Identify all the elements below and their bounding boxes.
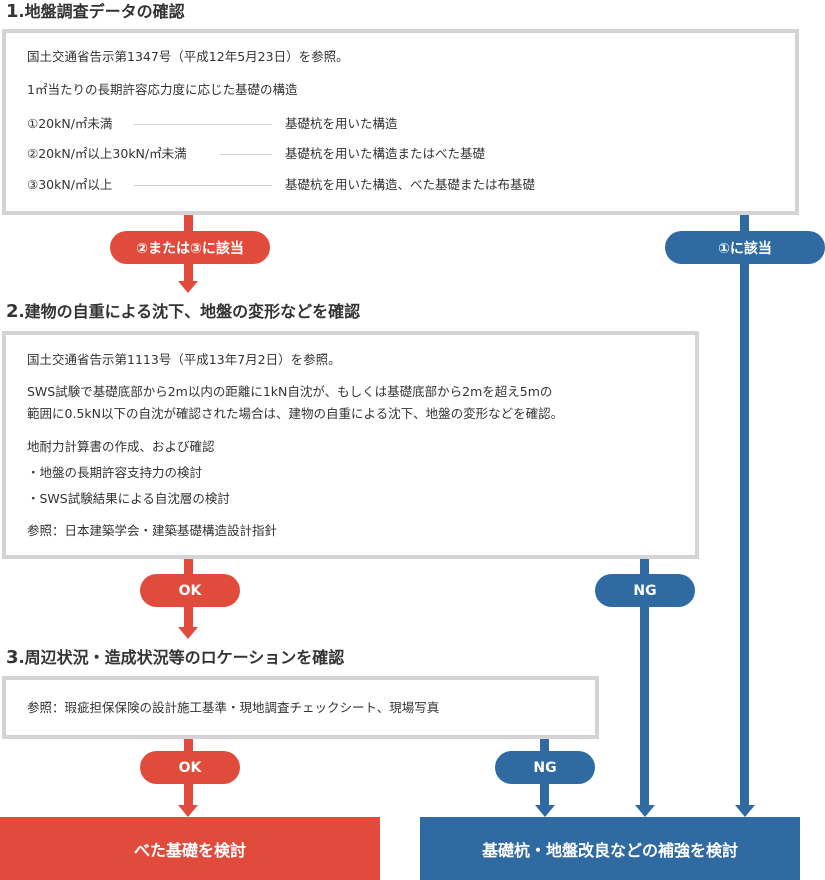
arrowhead-mat	[178, 805, 198, 817]
section1-box: 国土交通省告示第1347号（平成12年5月23日）を参照。 1㎡当たりの長期許容…	[2, 29, 799, 215]
section3-heading: 3.周辺状況・造成状況等のロケーションを確認	[6, 648, 344, 668]
section1-heading: 1.地盤調査データの確認	[6, 2, 185, 22]
connector-s2-to-reinforce	[640, 556, 649, 808]
pill-s3-ok: OK	[140, 751, 240, 784]
row2-result: 基礎杭を用いた構造またはべた基礎	[285, 146, 486, 161]
row1-condition: ①20kN/㎡未満	[27, 116, 113, 131]
row3-result: 基礎杭を用いた構造、べた基礎または布基礎	[285, 177, 536, 192]
section1-title: .地盤調査データの確認	[18, 2, 185, 21]
pill-1: ①に該当	[665, 231, 825, 264]
arrowhead-reinforce-3	[735, 805, 755, 817]
section2-calc-item1: ・地盤の長期許容支持力の検討	[27, 465, 203, 480]
section3-box: 参照：瑕疵担保保険の設計施工基準・現地調査チェックシート、現場写真	[2, 676, 599, 739]
section2-heading: 2.建物の自重による沈下、地盤の変形などを確認	[6, 302, 360, 322]
section2-title: .建物の自重による沈下、地盤の変形などを確認	[18, 302, 361, 321]
row3-leader	[134, 185, 272, 186]
section1-number: 1	[6, 1, 19, 22]
section2-number: 2	[6, 301, 19, 322]
arrowhead-reinforce-2	[635, 805, 655, 817]
section1-subtitle: 1㎡当たりの長期許容応力度に応じた基礎の構造	[27, 82, 298, 97]
arrowhead-s3	[178, 627, 198, 639]
connector-s1-to-reinforce	[740, 214, 749, 808]
pill-s2-ok: OK	[140, 574, 240, 607]
result-reinforcement: 基礎杭・地盤改良などの補強を検討	[420, 817, 800, 880]
row2-condition: ②20kN/㎡以上30kN/㎡未満	[27, 146, 187, 161]
result-mat-foundation: べた基礎を検討	[0, 817, 380, 880]
section2-calc-title: 地耐力計算書の作成、および確認	[27, 439, 215, 454]
section2-calc-item2: ・SWS試験結果による自沈層の検討	[27, 491, 230, 506]
section1-notice: 国土交通省告示第1347号（平成12年5月23日）を参照。	[27, 49, 349, 64]
row3-condition: ③30kN/㎡以上	[27, 177, 113, 192]
section2-condition-line1: SWS試験で基礎底部から2m以内の距離に1kN自沈が、もしくは基礎底部から2mを…	[27, 384, 553, 399]
row2-leader	[220, 154, 272, 155]
section2-notice: 国土交通省告示第1113号（平成13年7月2日）を参照。	[27, 352, 341, 367]
section3-number: 3	[6, 647, 19, 668]
arrowhead-s2	[178, 281, 198, 293]
row1-leader	[134, 124, 272, 125]
row1-result: 基礎杭を用いた構造	[285, 116, 398, 131]
arrowhead-reinforce-1	[535, 805, 555, 817]
pill-s2-ng: NG	[595, 574, 695, 607]
pill-s3-ng: NG	[495, 751, 595, 784]
section3-title: .周辺状況・造成状況等のロケーションを確認	[18, 648, 345, 667]
section3-reference: 参照：瑕疵担保保険の設計施工基準・現地調査チェックシート、現場写真	[27, 700, 440, 715]
section2-box: 国土交通省告示第1113号（平成13年7月2日）を参照。 SWS試験で基礎底部か…	[2, 331, 699, 559]
pill-2-or-3: ②または③に該当	[110, 231, 270, 264]
section2-condition-line2: 範囲に0.5kN以下の自沈が確認された場合は、建物の自重による沈下、地盤の変形な…	[27, 406, 564, 421]
section2-reference: 参照：日本建築学会・建築基礎構造設計指針	[27, 523, 278, 538]
